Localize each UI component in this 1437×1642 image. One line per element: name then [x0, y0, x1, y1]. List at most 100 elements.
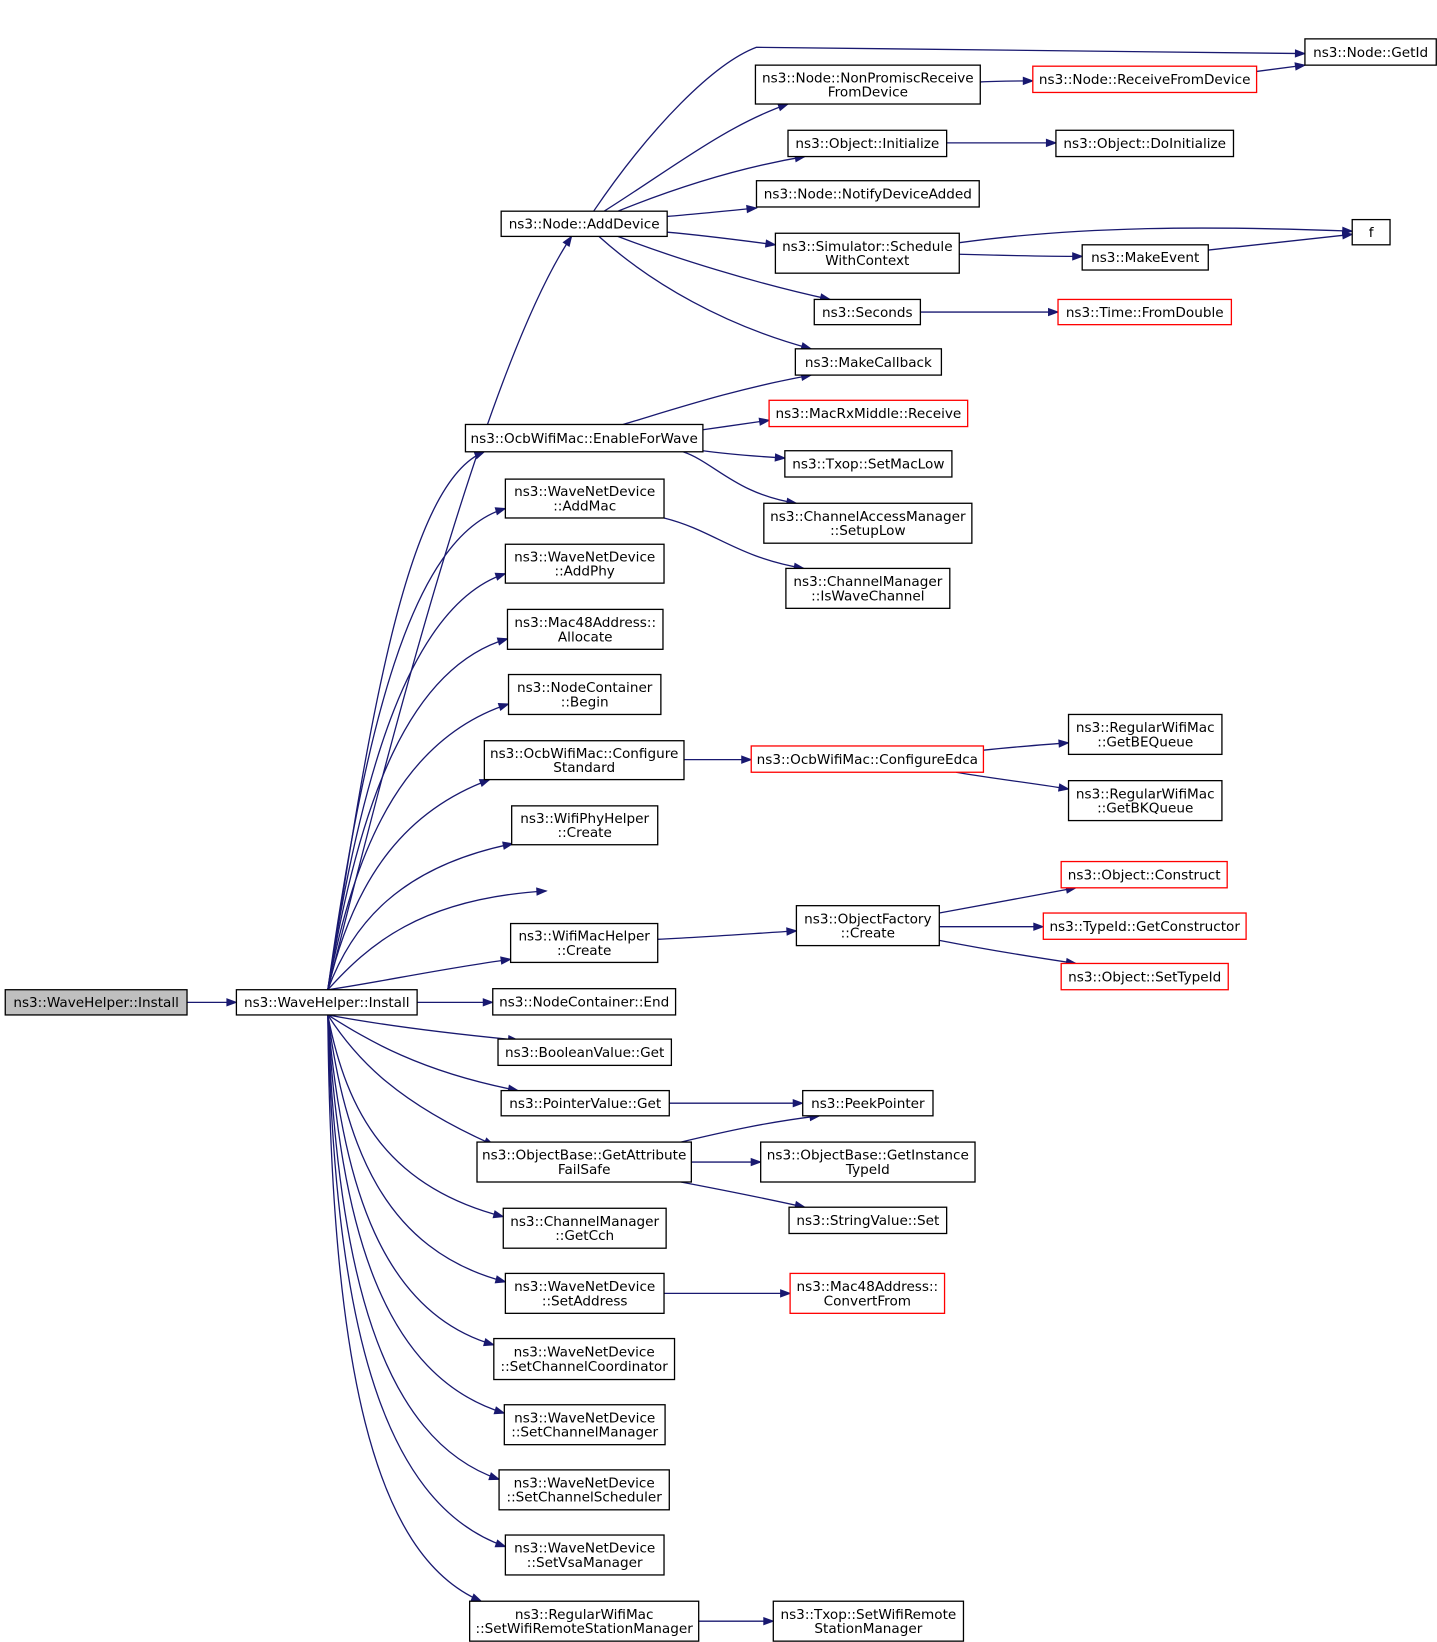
arrowhead [1022, 76, 1035, 86]
node-enablewave[interactable]: ns3::OcbWifiMac::EnableForWave [464, 423, 704, 453]
edge-line [327, 1014, 500, 1480]
node-label: ns3::Time::FromDouble [1066, 305, 1224, 321]
node-fromdouble[interactable]: ns3::Time::FromDouble [1057, 298, 1233, 326]
node-setchsched[interactable]: ns3::WaveNetDevice::SetChannelScheduler [498, 1469, 670, 1511]
node-label: ::Create [841, 926, 895, 942]
node-makeevent[interactable]: ns3::MakeEvent [1081, 244, 1209, 271]
node-box [795, 905, 940, 947]
node-setrsm[interactable]: ns3::RegularWifiMac::SetWifiRemoteStatio… [468, 1600, 700, 1642]
node-label: f [1369, 225, 1375, 241]
node-label: ns3::Node::NonPromiscReceive [762, 70, 974, 86]
edge-confedca-to-getbe [983, 739, 1070, 751]
node-box [4, 989, 188, 1016]
edge-line [327, 573, 506, 990]
node-recvfromdev[interactable]: ns3::Node::ReceiveFromDevice [1032, 65, 1258, 94]
node-maccreate[interactable]: ns3::WifiMacHelper::Create [509, 922, 659, 964]
node-strset[interactable]: ns3::StringValue::Set [788, 1206, 948, 1235]
edge-install-to-begin [327, 703, 510, 990]
node-label: ns3::Txop::SetWifiRemote [780, 1607, 956, 1623]
node-label: ::SetupLow [830, 523, 906, 539]
node-label: ns3::WaveNetDevice [514, 1279, 655, 1295]
node-settypeid[interactable]: ns3::Object::SetTypeId [1060, 962, 1229, 991]
arrowhead [494, 1539, 507, 1548]
node-boolget[interactable]: ns3::BooleanValue::Get [497, 1038, 673, 1067]
edge-getattrfs-to-strset [680, 1181, 807, 1210]
node-label: ns3::Node::GetId [1313, 45, 1428, 61]
node-peekptr[interactable]: ns3::PeekPointer [802, 1089, 934, 1117]
edge-line [682, 451, 797, 504]
node-construct[interactable]: ns3::Object::Construct [1060, 860, 1228, 889]
node-label: ::Create [557, 943, 611, 959]
node-label: ns3::Txop::SetMacLow [792, 457, 944, 473]
node-label: ns3::WaveNetDevice [514, 1541, 655, 1557]
node-setmaclow[interactable]: ns3::Txop::SetMacLow [784, 450, 953, 478]
arrowhead [478, 779, 491, 788]
node-begin[interactable]: ns3::NodeContainer::Begin [507, 673, 662, 716]
node-setchmgr[interactable]: ns3::WaveNetDevice::SetChannelManager [503, 1404, 666, 1446]
node-addphy[interactable]: ns3::WaveNetDevice::AddPhy [504, 543, 665, 584]
edge-install-to-phycreate [327, 841, 515, 990]
edge-enablewave-to-rxmiddle [702, 417, 771, 431]
node-label: ::GetBEQueue [1097, 734, 1193, 750]
edge-line [327, 1014, 494, 1346]
edge-line [680, 1181, 805, 1208]
node-label: ns3::ChannelManager [793, 574, 942, 590]
node-seconds[interactable]: ns3::Seconds [813, 298, 922, 326]
node-ptrget[interactable]: ns3::PointerValue::Get [500, 1089, 670, 1117]
arrowhead [780, 1289, 792, 1298]
edge-install-to-addphy [327, 572, 507, 990]
node-convfrom[interactable]: ns3::Mac48Address::ConvertFrom [789, 1272, 946, 1314]
edge-maccreate-to-objfactory [657, 927, 798, 940]
node-install[interactable]: ns3::WaveHelper::Install [235, 989, 418, 1016]
node-objfactory[interactable]: ns3::ObjectFactory::Create [795, 905, 940, 947]
edge-ptrget-to-peekptr [669, 1098, 805, 1108]
node-makecb[interactable]: ns3::MakeCallback [794, 348, 943, 376]
node-label: ns3::Mac48Address:: [514, 615, 656, 631]
edge-line [667, 207, 757, 218]
edge-line [598, 235, 812, 350]
node-addmac[interactable]: ns3::WaveNetDevice::AddMac [504, 478, 665, 519]
edge-install-to-objfactory [327, 887, 548, 991]
node-allocate[interactable]: ns3::Mac48Address::Allocate [506, 608, 664, 650]
edge-adddevice-to-getid [593, 46, 1307, 212]
node-label: ns3::NodeContainer::End [499, 995, 669, 1011]
node-label: ::SetWifiRemoteStationManager [476, 1621, 694, 1637]
node-objinit[interactable]: ns3::Object::Initialize [787, 129, 948, 158]
node-setaddr[interactable]: ns3::WaveNetDevice::SetAddress [504, 1272, 665, 1314]
node-getcch[interactable]: ns3::ChannelManager::GetCch [502, 1207, 667, 1249]
node-end[interactable]: ns3::NodeContainer::End [492, 988, 677, 1016]
node-label: ns3::ObjectBase::GetAttribute [482, 1148, 686, 1164]
node-getbe[interactable]: ns3::RegularWifiMac::GetBEQueue [1067, 713, 1223, 756]
node-getid[interactable]: ns3::Node::GetId [1304, 38, 1437, 66]
node-notifydev[interactable]: ns3::Node::NotifyDeviceAdded [755, 180, 980, 208]
node-rxmiddle[interactable]: ns3::MacRxMiddle::Receive [768, 399, 969, 428]
node-phycreate[interactable]: ns3::WifiPhyHelper::Create [511, 805, 659, 846]
node-box [768, 399, 969, 428]
node-box [476, 1141, 692, 1183]
node-objdoinit[interactable]: ns3::Object::DoInitialize [1055, 129, 1235, 158]
arrowhead [502, 841, 515, 850]
edge-objfactory-to-construct [939, 885, 1078, 914]
node-getbk[interactable]: ns3::RegularWifiMac::GetBKQueue [1067, 779, 1223, 822]
arrowhead [792, 1098, 805, 1108]
node-chanaccess[interactable]: ns3::ChannelAccessManager::SetupLow [763, 502, 973, 544]
node-f[interactable]: f [1351, 218, 1391, 246]
edge-root-to-install [187, 998, 238, 1007]
node-adddevice[interactable]: ns3::Node::AddDevice [500, 210, 668, 238]
arrowhead [470, 1593, 483, 1602]
node-setvsa[interactable]: ns3::WaveNetDevice::SetVsaManager [504, 1534, 665, 1576]
node-iswave[interactable]: ns3::ChannelManager::IsWaveChannel [785, 567, 951, 609]
node-txopsetrsm[interactable]: ns3::Txop::SetWifiRemoteStationManager [772, 1600, 965, 1642]
node-setchcoord[interactable]: ns3::WaveNetDevice::SetChannelCoordinato… [493, 1337, 676, 1381]
node-confedca[interactable]: ns3::OcbWifiMac::ConfigureEdca [750, 745, 985, 773]
arrowhead [1072, 252, 1084, 261]
arrowhead [1341, 231, 1354, 240]
node-getctor[interactable]: ns3::TypeId::GetConstructor [1042, 912, 1247, 940]
node-label: ns3::RegularWifiMac [515, 1607, 654, 1623]
arrowhead [493, 1406, 506, 1415]
